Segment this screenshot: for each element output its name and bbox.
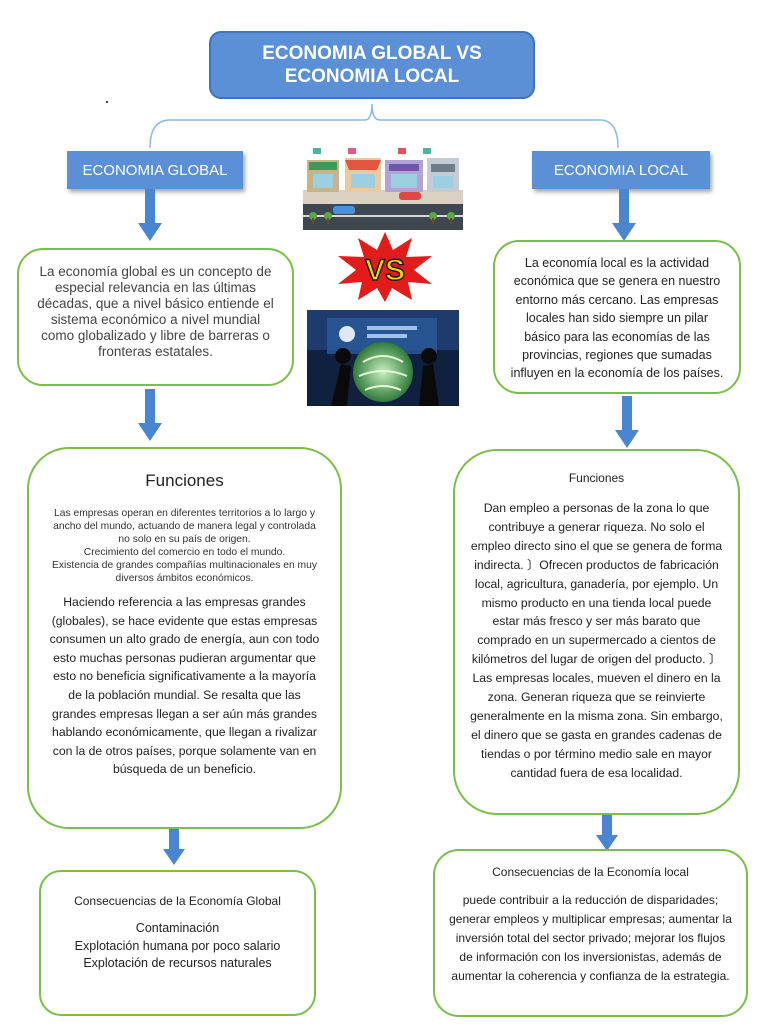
vs-burst-icon: VS [338,232,432,302]
stray-dot [106,101,108,103]
vs-text: VS [365,254,405,287]
definition-local-text: La economía local es la actividad económ… [510,256,724,381]
consequences-local-title: Consecuencias de la Economía local [492,865,689,879]
header-global: ECONOMIA GLOBAL [67,151,243,189]
definition-local-box: La economía local es la actividad económ… [493,240,741,394]
consequence-item: Contaminación [135,921,220,935]
functions-global-title: Funciones [145,471,224,490]
main-title-line2: ECONOMIA LOCAL [284,66,460,87]
definition-global-box: La economía global es un concepto de esp… [17,248,294,386]
functions-local-box: Funciones Dan empleo a personas de la zo… [453,449,740,815]
arrow-down-icon [596,815,618,851]
functions-local-title: Funciones [568,471,625,485]
consequence-item: Explotación humana por poco salario [74,938,281,953]
main-title-line1: ECONOMIA GLOBAL VS [262,43,482,64]
functions-global-body: Haciendo referencia a las empresas grand… [49,595,320,777]
functions-local-body: Dan empleo a personas de la zona lo que … [470,501,723,780]
arrow-down-icon [138,189,162,241]
consequences-local-box: Consecuencias de la Economía local puede… [433,849,748,1017]
arrow-down-icon [138,389,162,441]
definition-global-text: La economía global es un concepto de esp… [37,264,274,359]
consequences-global-title: Consecuencias de la Economía Global [74,894,281,908]
header-local: ECONOMIA LOCAL [532,151,710,189]
functions-global-small-text: Las empresas operan en diferentes territ… [51,508,317,584]
functions-global-box: Funciones Las empresas operan en diferen… [27,447,342,829]
main-title: ECONOMIA GLOBAL VS ECONOMIA LOCAL [209,31,535,99]
street-shops-illustration [303,146,463,230]
bracket-connector [149,103,619,149]
arrow-down-icon [615,396,639,448]
money-globe-illustration [307,310,459,406]
consequences-global-box: Consecuencias de la Economía Global Cont… [39,870,316,1016]
arrow-down-icon [612,189,636,241]
consequences-local-body: puede contribuir a la reducción de dispa… [449,893,732,983]
arrow-down-icon [163,829,185,865]
consequence-item: Explotación de recursos naturales [83,956,272,970]
